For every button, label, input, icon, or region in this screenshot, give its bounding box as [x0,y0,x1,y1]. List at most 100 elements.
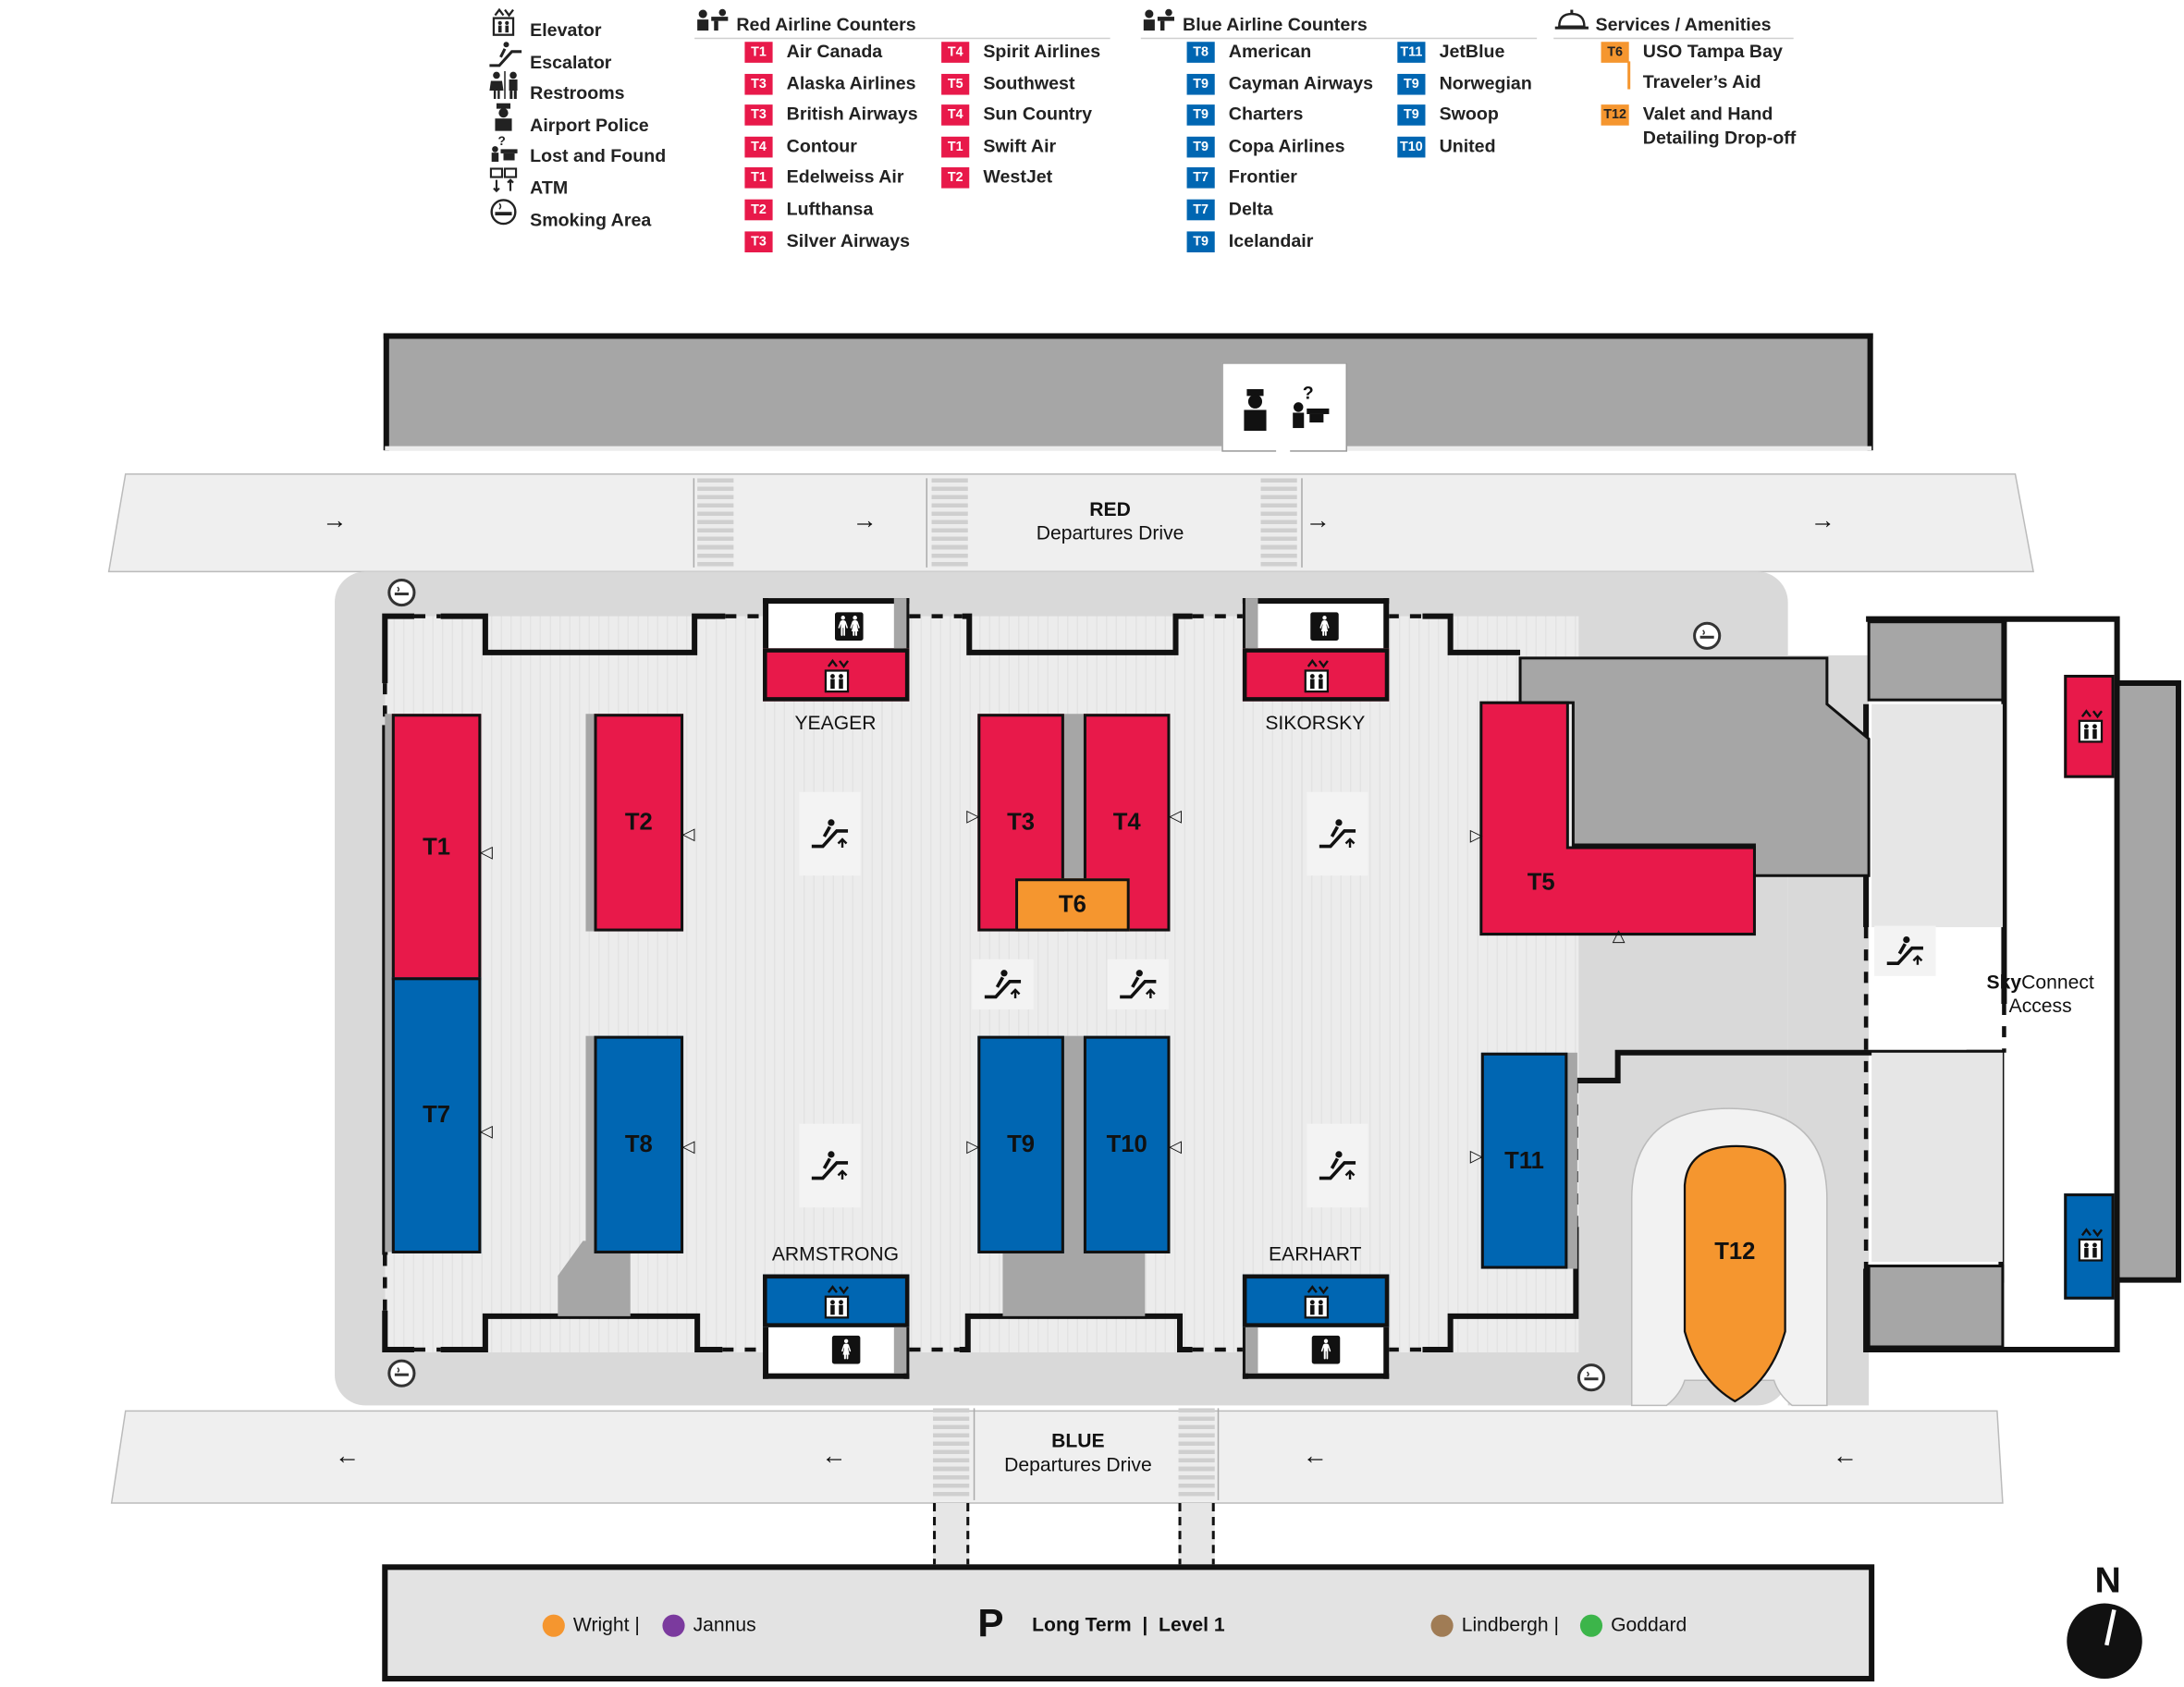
services-heading-text: Services / Amenities [1595,14,1772,35]
skyconnect-access-label[interactable]: SkyConnect Access [1967,971,2115,1018]
blue-departures-drive-label: BLUE Departures Drive [966,1429,1189,1476]
counter-badge: T1 [941,136,970,158]
counter-marker: ▷ [1469,1145,1483,1166]
legend-label: Lost and Found [530,145,667,167]
airline-name: Alaska Airlines [786,71,916,93]
north-label: N [2094,1559,2121,1601]
airline-name: Delta [1228,198,1273,219]
escalator-icon [799,1123,861,1208]
north-building [383,333,1873,451]
lindbergh-parking[interactable]: Lindbergh | [1430,1613,1559,1638]
counter-badge: T9 [1186,73,1215,95]
service-bell-icon [1553,8,1589,35]
zone-label-yeager: YEAGER [794,711,877,734]
lane-divider [926,478,928,568]
skyconnect-line2: Access [2008,994,2072,1017]
legend-label: Restrooms [530,82,625,104]
airline-name: Norwegian [1439,71,1532,93]
police-icon [488,103,519,136]
lost-found-icon: ? [488,134,519,167]
airline-name: Silver Airways [786,229,911,251]
counter-badge: T8 [1186,42,1215,63]
service-entry: Detailing Drop-off [1601,127,1797,149]
counter-badge: T5 [941,73,970,95]
counter-marker: ◁ [479,1120,493,1141]
service-name: Valet and Hand [1642,103,1773,125]
counter-agent-icon [1141,8,1177,35]
elevator-icon [2077,1227,2104,1270]
counter-t6[interactable]: T6 [1015,878,1130,932]
counter-badge: T2 [941,167,970,189]
red-drive-subtitle: Departures Drive [1036,521,1184,544]
lane-divider [693,478,695,568]
airline-name: Charters [1228,103,1304,125]
jannus-parking[interactable]: Jannus [662,1613,756,1638]
counter-marker: ◁ [681,824,695,844]
legend-label: Smoking Area [530,208,652,230]
elevator-icon [1303,1284,1331,1327]
counter-marker: ◁ [479,842,493,862]
legend-label: Elevator [530,19,602,41]
zone-label-armstrong: ARMSTRONG [771,1241,900,1265]
counter-divider [1062,1035,1086,1253]
legend-label: Airport Police [530,114,649,135]
counter-marker: ◁ [681,1136,695,1156]
elevator-block-armstrong [763,1274,910,1327]
airline-name: Cayman Airways [1228,71,1374,93]
counter-badge: T4 [941,42,970,63]
escalator-icon [488,40,522,73]
counter-badge: T9 [1186,136,1215,158]
svg-text:?: ? [1303,384,1314,404]
counter-t2[interactable]: T2 [594,714,684,932]
legend-item-atm: ATM [488,165,568,199]
legend-item-police: Airport Police [488,103,649,136]
wright-parking[interactable]: Wright | [542,1613,640,1638]
airline-name: United [1439,134,1496,156]
counter-t1[interactable]: T1 [391,714,482,981]
lindbergh-dot [1430,1615,1454,1638]
counter-t7[interactable]: T7 [391,977,482,1253]
elevator-icon [823,658,851,702]
counter-badge: T3 [744,104,773,127]
goddard-label: Goddard [1611,1613,1687,1636]
counter-badge: T4 [941,104,970,127]
counter-t11[interactable]: T11 [1480,1052,1568,1269]
compass-needle [2104,1608,2117,1646]
counter-badge: T2 [744,199,773,221]
counter-back-wall [385,714,394,1253]
wall-chase [893,1326,907,1374]
counter-t12[interactable]: T12 [1714,1238,1756,1265]
counter-t8[interactable]: T8 [594,1035,684,1253]
red-counters-heading: Red Airline Counters [694,8,1110,40]
wright-label: Wright | [572,1613,640,1636]
direction-arrow-east: → [322,506,348,534]
counter-t10[interactable]: T10 [1083,1035,1171,1253]
restrooms-icon [488,71,519,104]
jannus-label: Jannus [693,1613,756,1636]
service-badge: T12 [1601,104,1629,126]
counter-t9[interactable]: T9 [977,1035,1064,1253]
smoking-area-icon [387,578,416,607]
direction-arrow-east: → [852,506,877,534]
escalator-icon [1307,1123,1368,1208]
goddard-parking[interactable]: Goddard [1579,1613,1687,1638]
legend-item-escalator: Escalator [488,40,611,73]
direction-arrow-east: → [1305,506,1331,534]
counter-marker: ▷ [966,1136,980,1156]
counter-marker: ▷ [966,805,980,825]
direction-arrow-east: → [1810,506,1835,534]
counter-back-wall [1565,1052,1577,1269]
wright-dot [542,1615,565,1638]
counter-t5[interactable]: T5 [1527,868,1555,896]
airline-name: JetBlue [1439,40,1505,62]
wall-chase [893,598,907,649]
